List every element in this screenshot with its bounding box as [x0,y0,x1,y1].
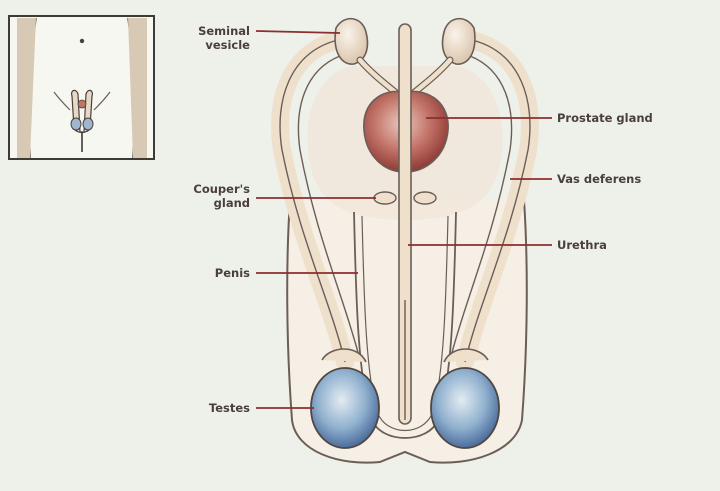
leader-seminal-vesicle [255,30,341,34]
testis-left [310,367,380,449]
label-prostate-gland: Prostate gland [557,111,653,125]
seminal-vesicle-left [334,17,369,65]
inset-organ-icon [70,89,94,152]
urethra-tube [398,23,412,425]
reproductive-organs [271,17,539,464]
label-coupers-gland-1: Couper's [193,182,250,196]
label-vas-deferens: Vas deferens [557,172,641,186]
inset-left-side [17,18,36,158]
label-seminal-vesicle-1: Seminal [198,24,250,38]
coupers-gland-right [413,191,437,205]
leader-lines [255,30,552,409]
testis-right [430,367,500,449]
label-penis: Penis [215,266,250,280]
inset-groin-right [93,91,111,111]
label-coupers-gland-2: gland [214,196,250,210]
epididymis-right [443,348,489,363]
inset-navel [79,38,85,44]
seminal-vesicle-right [441,17,476,65]
label-urethra: Urethra [557,238,607,252]
inset-locator [8,15,155,160]
label-testes: Testes [209,401,250,415]
inset-right-side [128,18,147,158]
coupers-gland-left [373,191,397,205]
penis-outline [353,211,457,439]
inset-groin-left [53,91,71,111]
epididymis-left [321,348,367,363]
label-seminal-vesicle-2: vesicle [205,38,250,52]
labels: Seminal vesicle Prostate gland Couper's … [193,24,652,415]
